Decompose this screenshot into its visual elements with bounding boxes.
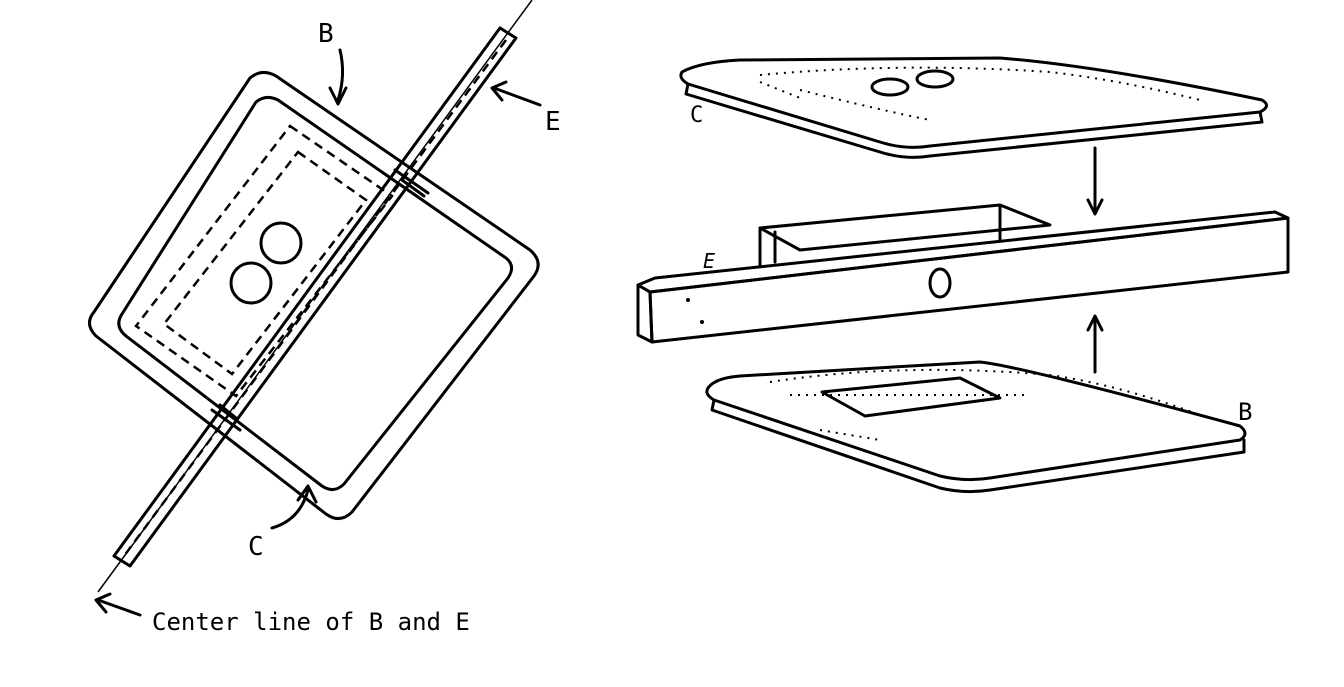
plate-b-dotted-area xyxy=(769,368,1201,441)
center-line-caption: Center line of B and E xyxy=(152,608,470,636)
bar-e xyxy=(112,26,518,568)
arrow-down xyxy=(1086,198,1104,216)
plate-c-dotted-area xyxy=(759,66,1201,121)
arrow-b xyxy=(328,86,348,106)
plate-c-hole-1 xyxy=(870,77,910,97)
top-view-assembly: B E C Center line of B and E xyxy=(88,0,561,636)
label-b-right: B xyxy=(1238,398,1252,426)
hole-2 xyxy=(229,261,273,305)
bar-e-hidden-line xyxy=(122,39,508,557)
frame-back xyxy=(758,203,1052,252)
bar-e-end xyxy=(636,283,654,344)
arrow-e xyxy=(490,80,508,102)
frame-overlap-2 xyxy=(210,403,242,432)
plate-c xyxy=(679,56,1268,149)
frame-overlap xyxy=(393,168,430,198)
plate-c-inner-outline xyxy=(162,150,368,376)
arrow-center-line xyxy=(94,592,112,614)
label-c: C xyxy=(248,532,264,562)
plate-c-hole-2 xyxy=(915,69,955,89)
plate-b xyxy=(705,360,1247,482)
arrow-c xyxy=(296,484,318,504)
hole-1 xyxy=(259,221,303,265)
plate-c-edge xyxy=(684,82,1264,159)
label-b: B xyxy=(318,19,334,49)
label-e-right: E xyxy=(703,249,715,273)
plate-b-edge xyxy=(710,398,1246,494)
frame-b-outer xyxy=(88,71,540,520)
bar-e-top xyxy=(636,210,1290,294)
bar-e-front xyxy=(648,216,1290,344)
bar-e-hole xyxy=(928,267,952,299)
frame-b-inner xyxy=(117,95,513,491)
label-e: E xyxy=(545,107,561,137)
plate-c-outline xyxy=(134,124,394,398)
label-c-right: C xyxy=(690,103,703,128)
arrow-up xyxy=(1086,314,1104,332)
plate-b-specimen xyxy=(820,376,1002,418)
exploded-view: C E B xyxy=(636,56,1290,494)
